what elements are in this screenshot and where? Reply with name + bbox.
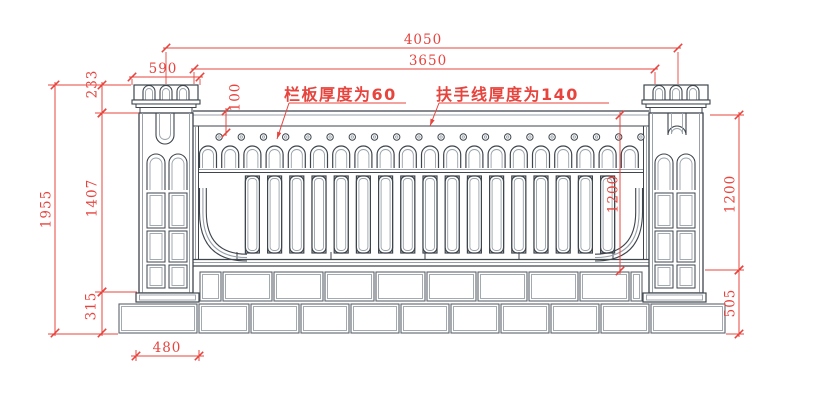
dim-clear-span: 3650: [409, 53, 447, 69]
dim-rail-height-right: 1200: [723, 175, 739, 213]
dim-pier-base-width: 480: [153, 340, 182, 356]
dim-cap-height: 233: [85, 70, 101, 99]
dim-cap-width: 590: [149, 61, 178, 77]
note-slab-thickness: 栏板厚度为60: [284, 85, 397, 104]
dimension-linework: [48, 43, 744, 361]
dim-base-height-right: 505: [723, 289, 739, 318]
dim-total-height: 1955: [39, 190, 55, 228]
dim-handrail: 100: [228, 83, 244, 112]
structure-linework: [118, 84, 726, 334]
note-handrail-thickness: 扶手线厚度为140: [436, 85, 579, 104]
dim-rail-height-inner: 1200: [606, 175, 622, 213]
dim-top-total: 4050: [404, 32, 442, 48]
dim-shaft-height: 1407: [85, 179, 101, 217]
dim-plinth-height: 315: [84, 292, 100, 321]
